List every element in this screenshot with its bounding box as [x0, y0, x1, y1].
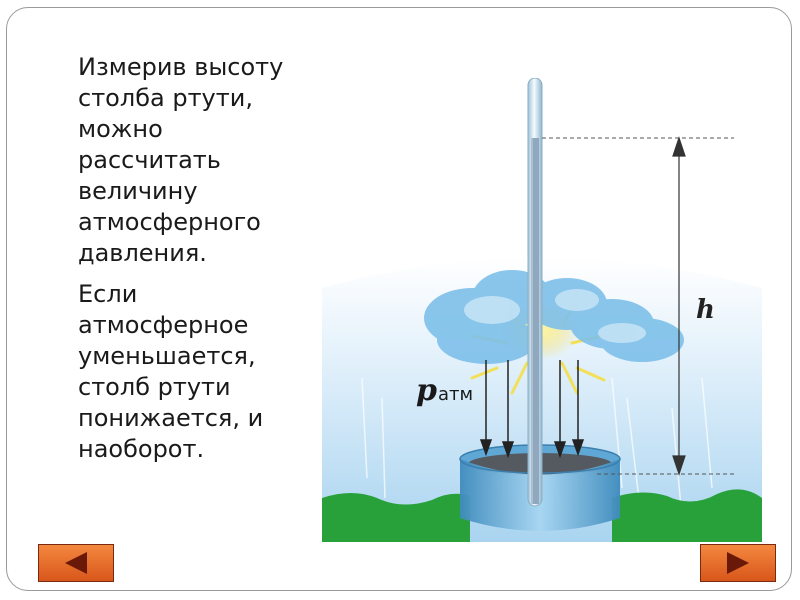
- mercury-column: [531, 138, 539, 504]
- pressure-label: pатм: [416, 373, 473, 408]
- paragraph-relationship: Если атмосферное уменьшается, столб ртут…: [78, 280, 264, 463]
- height-arrow: [672, 136, 686, 476]
- triangle-right-icon: [727, 552, 749, 574]
- green-hills: [322, 493, 470, 542]
- slide-text: Измерив высоту столба ртути, можно рассч…: [78, 52, 318, 475]
- triangle-left-icon: [65, 552, 87, 574]
- previous-slide-button[interactable]: [38, 544, 114, 582]
- paragraph-measure: Измерив высоту столба ртути, можно рассч…: [78, 53, 284, 267]
- height-guides: [542, 137, 734, 475]
- barometer-illustration: h pатм: [322, 78, 762, 542]
- pressure-arrows: [479, 360, 585, 459]
- next-slide-button[interactable]: [700, 544, 776, 582]
- height-label: h: [696, 295, 715, 325]
